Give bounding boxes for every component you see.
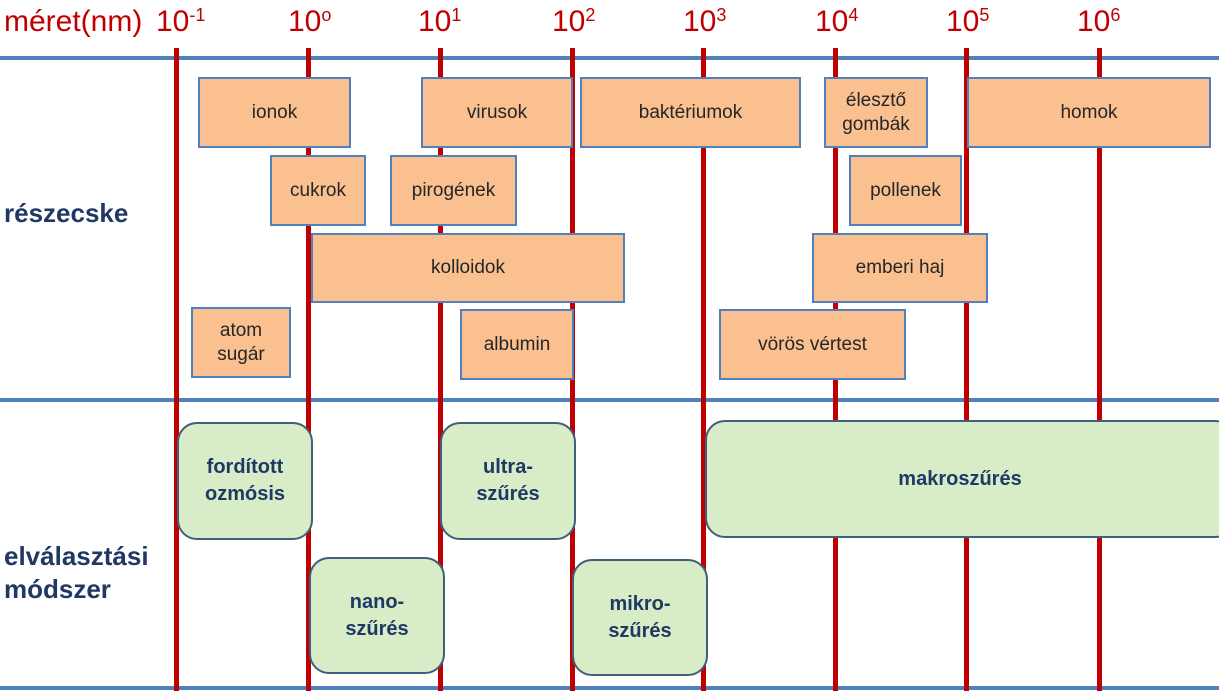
- particle-box-virusok: virusok: [421, 77, 573, 148]
- axis-title: méret(nm): [4, 5, 143, 38]
- particle-box-emberi-haj: emberi haj: [812, 233, 988, 303]
- method-row-label: elválasztási módszer: [4, 541, 149, 604]
- tick-base: 10: [418, 5, 452, 38]
- tick-exponent: 3: [716, 5, 727, 25]
- particle-label: pirogének: [411, 179, 496, 201]
- particle-label: virusok: [466, 101, 528, 123]
- gridline: [964, 48, 969, 691]
- gridline: [306, 48, 311, 691]
- tick-exponent: -1: [189, 5, 206, 25]
- tick-base: 10: [1077, 5, 1111, 38]
- method-label: fordított ozmósis: [204, 456, 286, 505]
- particle-label: baktériumok: [638, 101, 743, 123]
- tick-exponent: 2: [585, 5, 596, 25]
- particle-label: pollenek: [870, 179, 941, 201]
- particle-label: ionok: [251, 101, 298, 123]
- tick-base: 10: [683, 5, 717, 38]
- tick-base: 10: [815, 5, 849, 38]
- particle-label: homok: [1060, 101, 1118, 123]
- axis-tick-label: 10-1: [156, 4, 205, 43]
- particle-box-pirogenek: pirogének: [390, 155, 517, 226]
- particle-label: atom sugár: [217, 319, 265, 365]
- particle-box-homok: homok: [967, 77, 1211, 148]
- tick-base: 10: [288, 5, 322, 38]
- particle-label: élesztő gombák: [842, 89, 910, 135]
- tick-base: 10: [552, 5, 586, 38]
- top-divider: [0, 56, 1219, 60]
- bottom-divider: [0, 686, 1219, 690]
- method-label: ultra- szűrés: [476, 456, 540, 505]
- method-box-ultraszures: ultra- szűrés: [440, 422, 576, 540]
- method-label: makroszűrés: [898, 467, 1022, 490]
- method-label: mikro- szűrés: [608, 592, 672, 642]
- particle-label: emberi haj: [855, 257, 945, 278]
- particle-label: kolloidok: [431, 257, 505, 278]
- axis-tick-label: 102: [552, 4, 595, 43]
- particle-box-bakteriumok: baktériumok: [580, 77, 801, 148]
- axis-tick-label: 104: [815, 4, 858, 43]
- method-box-nanoszures: nano- szűrés: [309, 557, 445, 674]
- gridline: [438, 48, 443, 691]
- particle-box-cukrok: cukrok: [270, 155, 366, 226]
- axis-tick-label: 101: [418, 4, 461, 43]
- particle-box-ionok: ionok: [198, 77, 351, 148]
- particle-box-kolloidok: kolloidok: [311, 233, 625, 303]
- method-box-makroszures: makroszűrés: [705, 420, 1219, 538]
- tick-exponent: 4: [848, 5, 859, 25]
- particle-box-albumin: albumin: [460, 309, 574, 380]
- tick-exponent: o: [321, 5, 332, 25]
- middle-divider: [0, 398, 1219, 402]
- method-label: nano- szűrés: [345, 590, 409, 640]
- method-box-forditott-ozmozis: fordított ozmósis: [177, 422, 313, 540]
- particle-label: cukrok: [290, 179, 346, 201]
- particle-box-pollenek: pollenek: [849, 155, 962, 226]
- tick-base: 10: [156, 5, 190, 38]
- particle-box-atom-sugar: atom sugár: [191, 307, 291, 378]
- gridline: [1097, 48, 1102, 691]
- gridline: [174, 48, 179, 691]
- gridline: [701, 48, 706, 691]
- tick-exponent: 6: [1110, 5, 1121, 25]
- tick-exponent: 1: [451, 5, 462, 25]
- particle-box-eleszto-gombak: élesztő gombák: [824, 77, 928, 148]
- particle-label: albumin: [483, 333, 551, 355]
- axis-tick-label: 105: [946, 4, 989, 43]
- method-box-mikroszures: mikro- szűrés: [572, 559, 708, 676]
- particle-label: vörös vértest: [758, 333, 867, 355]
- axis-tick-label: 103: [683, 4, 726, 43]
- axis-tick-label: 106: [1077, 4, 1120, 43]
- tick-exponent: 5: [979, 5, 990, 25]
- particle-row-label: részecske: [4, 198, 129, 228]
- tick-base: 10: [946, 5, 980, 38]
- axis-tick-label: 10o: [288, 4, 331, 43]
- particle-box-voros-vertest: vörös vértest: [719, 309, 906, 380]
